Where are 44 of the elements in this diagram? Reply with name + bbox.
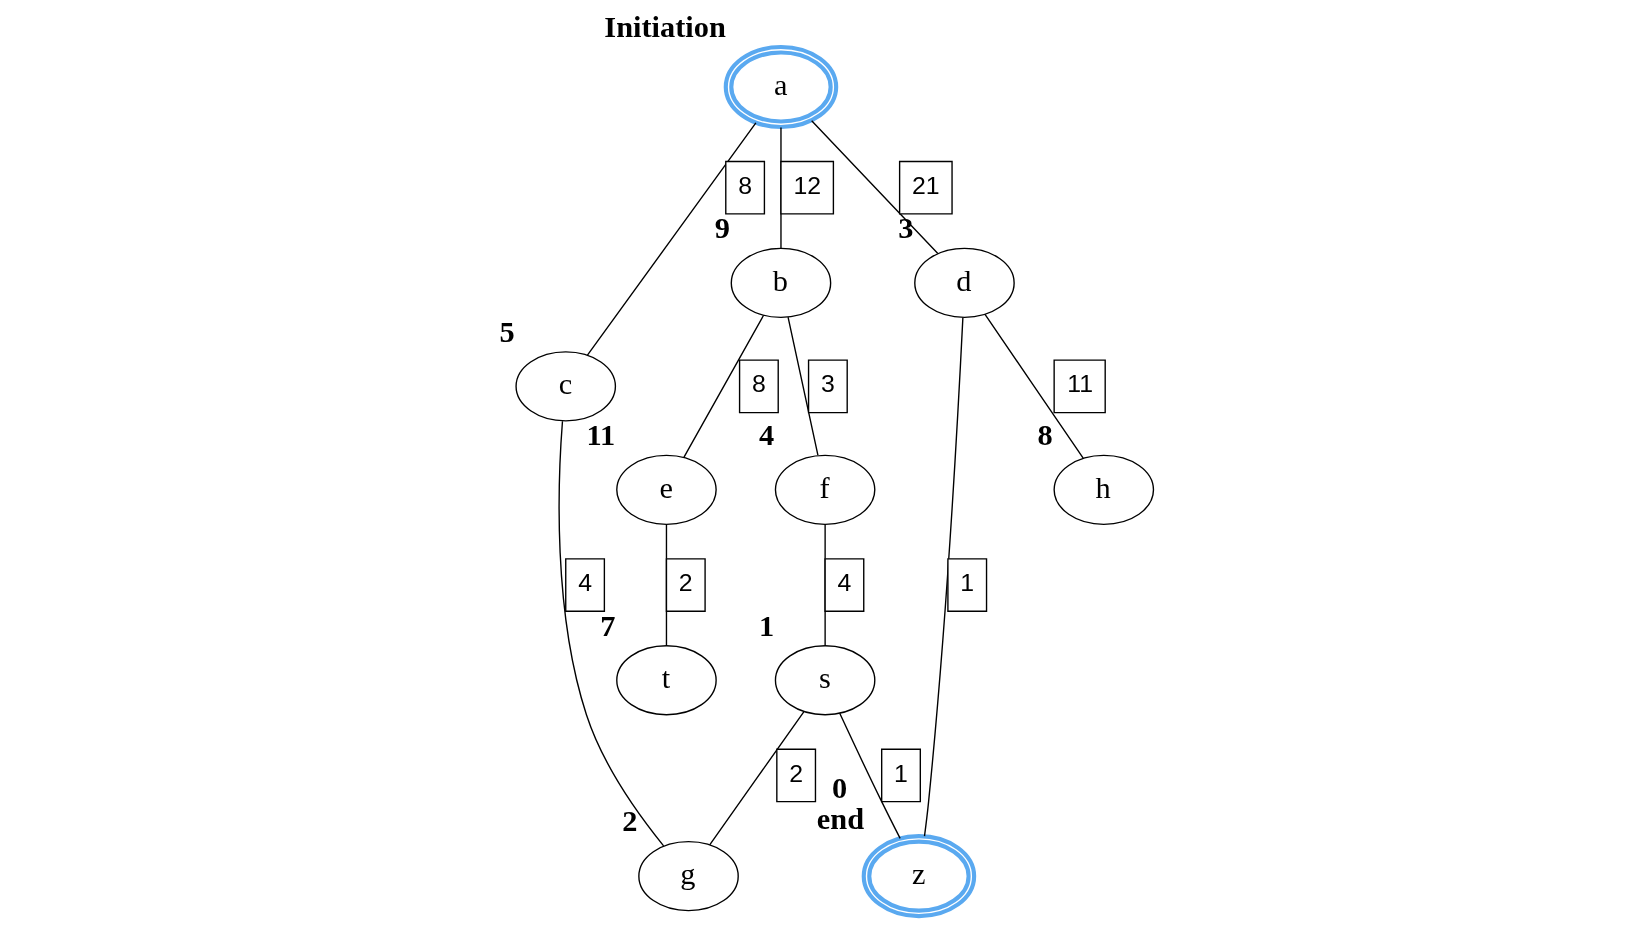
node-label: 5 bbox=[499, 314, 515, 349]
edge-label: 21 bbox=[911, 171, 940, 199]
node-label: 3 bbox=[897, 211, 913, 246]
node-ellipse: d bbox=[913, 247, 1015, 319]
edge-label: 4 bbox=[837, 569, 851, 597]
node-label: 9 bbox=[714, 211, 730, 246]
node-ellipse: s bbox=[774, 645, 875, 716]
node-ellipse: e bbox=[615, 454, 717, 526]
edge-label: 8 bbox=[751, 370, 766, 398]
edge-label: 1 bbox=[959, 569, 974, 597]
node-label: Initiation bbox=[603, 9, 726, 44]
connector bbox=[682, 314, 764, 458]
connector bbox=[983, 313, 1084, 459]
edge-label: 4 bbox=[577, 569, 592, 597]
edge-label: 3 bbox=[820, 370, 835, 398]
node-ellipse: t bbox=[615, 645, 717, 716]
connector bbox=[665, 523, 667, 647]
node-label: 8 bbox=[1037, 418, 1053, 453]
connector bbox=[838, 712, 901, 840]
connector bbox=[708, 711, 804, 846]
node-label: 4 bbox=[758, 418, 774, 453]
node-ellipse: a bbox=[723, 44, 838, 130]
node-ellipse: f bbox=[774, 454, 875, 526]
node-ellipse: c bbox=[514, 351, 616, 422]
edge-label: 2 bbox=[788, 759, 803, 787]
edge-label: 12 bbox=[792, 171, 821, 199]
connector bbox=[823, 523, 826, 647]
node-label: 2 bbox=[621, 804, 637, 839]
connector bbox=[810, 120, 939, 255]
connector bbox=[557, 420, 664, 847]
node-ellipse: h bbox=[1052, 454, 1154, 526]
edge-label: 1 bbox=[893, 759, 908, 787]
node-ellipse: b bbox=[730, 247, 831, 319]
node-label: 1 bbox=[758, 608, 774, 643]
edge-label: 2 bbox=[678, 569, 693, 597]
connector bbox=[923, 316, 964, 837]
edge-label: 8 bbox=[737, 171, 752, 199]
edge-label: 11 bbox=[1066, 370, 1093, 398]
connector bbox=[586, 122, 757, 356]
node-label: 7 bbox=[599, 608, 615, 643]
node-ellipse: g bbox=[637, 840, 739, 912]
connector bbox=[786, 316, 819, 456]
node-ellipse: z bbox=[861, 834, 976, 919]
connector bbox=[779, 126, 782, 249]
